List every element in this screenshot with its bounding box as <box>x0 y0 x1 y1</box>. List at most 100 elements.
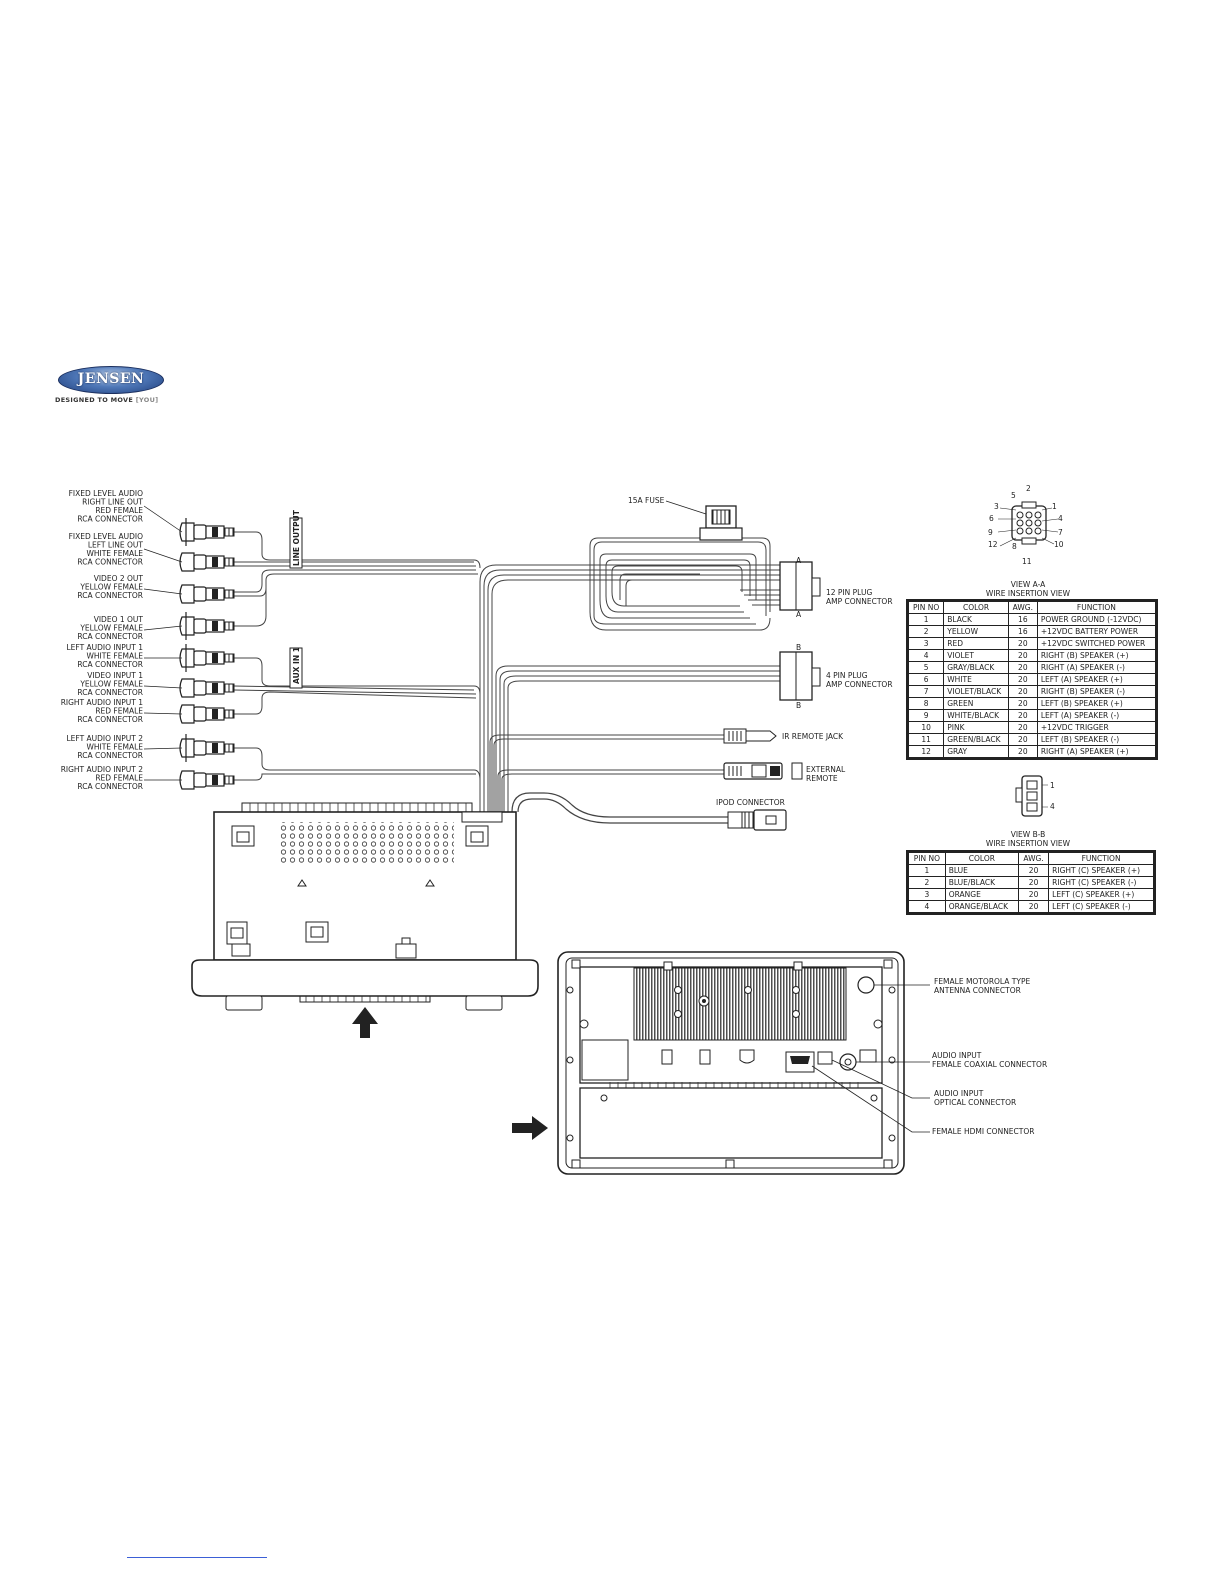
pin-number: 4 <box>1058 514 1063 523</box>
column-header: AWG. <box>1007 601 1038 614</box>
coax-label-2: FEMALE COAXIAL CONNECTOR <box>932 1060 1047 1069</box>
table-cell: +12VDC TRIGGER <box>1036 721 1157 734</box>
pin-number: 1 <box>1050 781 1055 790</box>
table-cell: 20 <box>1017 876 1050 889</box>
connector-label-line: FIXED LEVEL AUDIO <box>69 532 144 541</box>
line-output-text: LINE OUTPUT <box>292 509 301 566</box>
table-cell: 5 <box>907 661 945 674</box>
table-cell: 11 <box>907 733 945 746</box>
table-cell: +12VDC BATTERY POWER <box>1036 625 1157 638</box>
view-bb-title-1: VIEW B-B <box>1010 830 1046 839</box>
connector-label-line: RED FEMALE <box>95 506 143 515</box>
coax-label-1: AUDIO INPUT <box>932 1051 982 1060</box>
connector-label-line: RCA CONNECTOR <box>77 558 143 567</box>
table-cell: VIOLET/BLACK <box>943 685 1009 698</box>
connector-label-line: VIDEO 2 OUT <box>94 574 144 583</box>
table-cell: 20 <box>1007 745 1038 758</box>
pin-number: 7 <box>1058 528 1063 537</box>
table-cell: WHITE <box>943 673 1009 686</box>
rca-plug <box>179 612 235 640</box>
ir-remote-jack: IR REMOTE JACK <box>723 728 844 744</box>
connector-label-line: WHITE FEMALE <box>86 652 143 661</box>
table-cell: RIGHT (C) SPEAKER (+) <box>1048 864 1154 877</box>
column-header: FUNCTION <box>1048 852 1154 865</box>
view-aa-title: VIEW A-A WIRE INSERTION VIEW <box>968 580 1088 598</box>
pin-number: 12 <box>988 540 998 549</box>
rca-connectors <box>179 518 235 790</box>
table-cell: POWER GROUND (-12VDC) <box>1036 613 1157 626</box>
plug-12-pin: A A 12 PIN PLUG AMP CONNECTOR <box>779 556 893 619</box>
connector-label-line: VIDEO INPUT 1 <box>87 671 143 680</box>
table-cell: LEFT (C) SPEAKER (-) <box>1048 900 1154 913</box>
pin-number: 1 <box>1052 502 1057 511</box>
connector-label-line: RCA CONNECTOR <box>77 591 143 600</box>
fuse-holder: 15A FUSE <box>628 496 743 541</box>
logo-text: JENSEN <box>77 371 145 387</box>
table-cell: YELLOW <box>943 625 1009 638</box>
table-cell: LEFT (A) SPEAKER (+) <box>1036 673 1157 686</box>
connector-label-line: YELLOW FEMALE <box>79 583 143 592</box>
fuse-label: 15A FUSE <box>628 496 665 505</box>
view-bb-connector-face <box>1015 775 1048 817</box>
table-cell: RIGHT (A) SPEAKER (+) <box>1036 745 1157 758</box>
external-remote-label-2: REMOTE <box>806 774 838 783</box>
pin-number: 2 <box>1026 484 1031 493</box>
line-output-tag: LINE OUTPUT <box>289 509 303 569</box>
connector-label-line: RCA CONNECTOR <box>77 688 143 697</box>
rca-plug <box>179 518 235 546</box>
table-cell: 8 <box>907 697 945 710</box>
rca-plug <box>179 704 235 724</box>
logo-tagline: DESIGNED TO MOVE [YOU] <box>55 396 167 404</box>
table-cell: 2 <box>908 876 946 889</box>
hdmi-label: FEMALE HDMI CONNECTOR <box>932 1127 1034 1136</box>
connector-label-line: LEFT AUDIO INPUT 2 <box>66 734 143 743</box>
ir-remote-label: IR REMOTE JACK <box>782 732 844 741</box>
table-cell: 20 <box>1017 864 1050 877</box>
right-arrow-icon <box>512 1116 548 1140</box>
table-cell: GRAY <box>943 745 1009 758</box>
connector-label-line: WHITE FEMALE <box>86 549 143 558</box>
table-cell: WHITE/BLACK <box>943 709 1009 722</box>
table-cell: ORANGE <box>944 888 1019 901</box>
connector-label-line: RED FEMALE <box>95 707 143 716</box>
table-cell: LEFT (B) SPEAKER (-) <box>1036 733 1157 746</box>
table-cell: 20 <box>1017 900 1050 913</box>
column-header: COLOR <box>944 852 1019 865</box>
table-cell: PINK <box>943 721 1009 734</box>
table-cell: 4 <box>908 900 946 913</box>
column-header: AWG. <box>1017 852 1050 865</box>
column-header: PIN NO <box>907 601 945 614</box>
connector-label-line: YELLOW FEMALE <box>79 680 143 689</box>
table-cell: RIGHT (B) SPEAKER (-) <box>1036 685 1157 698</box>
rca-plug <box>179 770 235 790</box>
table-cell: RIGHT (C) SPEAKER (-) <box>1048 876 1154 889</box>
rca-plug <box>179 552 235 572</box>
table-cell: 20 <box>1007 661 1038 674</box>
table-cell: 16 <box>1007 613 1038 626</box>
plug4-b-bottom: B <box>796 701 801 710</box>
view-bb-pin-numbers: 14 <box>1050 781 1055 811</box>
optical-label-1: AUDIO INPUT <box>934 1089 984 1098</box>
table-cell: 7 <box>907 685 945 698</box>
connector-label-line: RCA CONNECTOR <box>77 632 143 641</box>
view-bb-title: VIEW B-B WIRE INSERTION VIEW <box>968 830 1088 848</box>
jensen-logo: JENSEN DESIGNED TO MOVE [YOU] <box>55 366 167 408</box>
table-cell: 16 <box>1007 625 1038 638</box>
plug12-a-top: A <box>796 556 802 565</box>
view-aa-title-2: WIRE INSERTION VIEW <box>985 589 1071 598</box>
pin-number: 8 <box>1012 542 1017 551</box>
connector-label-line: WHITE FEMALE <box>86 743 143 752</box>
logo-oval <box>58 366 164 394</box>
ipod-connector: IPOD CONNECTOR <box>716 798 787 831</box>
rca-plug <box>179 678 235 698</box>
table-cell: 1 <box>908 864 946 877</box>
